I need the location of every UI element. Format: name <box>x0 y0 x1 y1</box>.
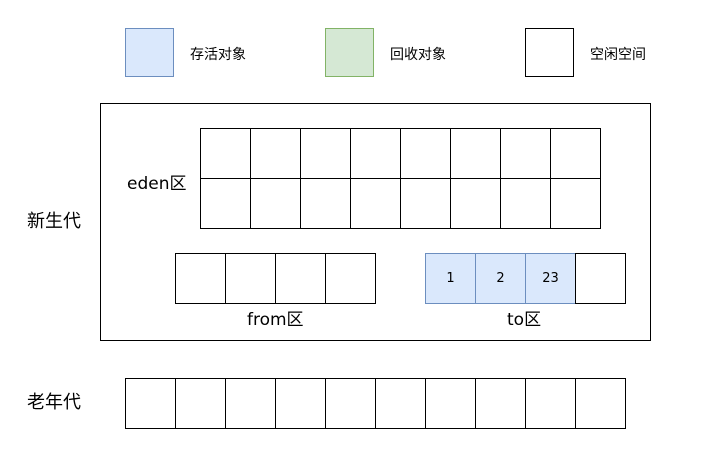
to-cell <box>575 253 626 304</box>
eden-cell <box>450 178 501 229</box>
eden-cell <box>500 178 551 229</box>
eden-cell <box>450 128 501 179</box>
eden-cell <box>550 128 601 179</box>
old-cell <box>325 378 376 429</box>
young-generation-box <box>100 103 651 341</box>
old-cell <box>375 378 426 429</box>
old-cell <box>225 378 276 429</box>
eden-label: eden区 <box>127 174 187 194</box>
old-cell <box>525 378 576 429</box>
eden-cell <box>550 178 601 229</box>
legend-live-swatch <box>125 28 174 77</box>
legend-live-label: 存活对象 <box>190 47 246 63</box>
legend-free-label: 空闲空间 <box>590 47 646 63</box>
to-cell: 1 <box>425 253 476 304</box>
eden-cell <box>350 178 401 229</box>
from-label: from区 <box>247 310 304 330</box>
old-cell <box>125 378 176 429</box>
to-label: to区 <box>507 310 542 330</box>
to-cell: 23 <box>525 253 576 304</box>
legend-free-swatch <box>525 28 574 77</box>
young-generation-label: 新生代 <box>27 211 81 232</box>
from-cell <box>225 253 276 304</box>
from-cell <box>325 253 376 304</box>
old-cell <box>175 378 226 429</box>
legend-reclaimed-swatch <box>325 28 374 77</box>
eden-cell <box>250 178 301 229</box>
legend-reclaimed-label: 回收对象 <box>390 47 446 63</box>
old-generation-label: 老年代 <box>27 392 81 413</box>
eden-cell <box>300 128 351 179</box>
old-cell <box>275 378 326 429</box>
to-cell: 2 <box>475 253 526 304</box>
eden-cell <box>200 178 251 229</box>
from-cell <box>175 253 226 304</box>
eden-cell <box>500 128 551 179</box>
eden-cell <box>400 178 451 229</box>
eden-cell <box>400 128 451 179</box>
eden-cell <box>300 178 351 229</box>
old-cell <box>425 378 476 429</box>
eden-cell <box>350 128 401 179</box>
eden-cell <box>250 128 301 179</box>
old-cell <box>575 378 626 429</box>
from-cell <box>275 253 326 304</box>
old-cell <box>475 378 526 429</box>
eden-cell <box>200 128 251 179</box>
